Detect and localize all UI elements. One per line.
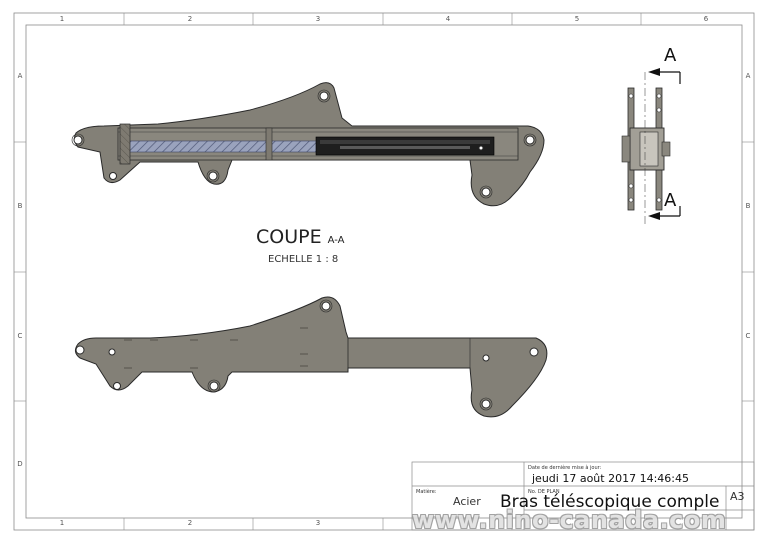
zone-col-1-top: 1 [59,15,65,23]
section-mark-bottom: A [664,190,677,211]
zone-row-b-left: B [17,202,23,210]
zone-col-2-top: 2 [187,15,193,23]
zone-col-4-top: 4 [445,15,451,23]
zone-row-c-left: C [17,332,23,340]
material-value: Acier [453,495,481,508]
exterior-view [74,296,548,418]
zone-col-3-bottom: 3 [315,519,321,527]
section-view-title-suffix: A-A [327,235,345,246]
material-label: Matière: [416,489,437,495]
date-label: Date de dernière mise à jour: [528,465,602,471]
section-view-title: COUPE A-A [256,226,345,248]
section-view-title-main: COUPE [256,226,322,248]
zone-row-a-left: A [17,72,23,80]
zone-col-5-top: 5 [574,15,580,23]
plan-number-label: No. DE PLAN [528,489,560,495]
sheet-frame [13,12,755,531]
zone-row-a-right: A [745,72,751,80]
part-name: Bras téléscopique comple [500,492,720,512]
date-value: jeudi 17 août 2017 14:46:45 [532,472,689,485]
watermark: www.nino-canada.com [412,506,727,534]
zone-col-3-top: 3 [315,15,321,23]
section-mark-top: A [664,45,677,66]
zone-row-b-right: B [745,202,751,210]
title-block-frame [411,461,755,531]
zone-col-2-bottom: 2 [187,519,193,527]
zone-row-c-right: C [745,332,751,340]
zone-col-1-bottom: 1 [59,519,65,527]
zone-col-6-top: 6 [703,15,709,23]
section-view-a-a [71,82,545,207]
side-view [621,68,681,224]
zone-row-d-left: D [17,460,23,468]
section-view-scale: ECHELLE 1 : 8 [268,254,339,265]
sheet-size-letter: A3 [730,490,745,503]
